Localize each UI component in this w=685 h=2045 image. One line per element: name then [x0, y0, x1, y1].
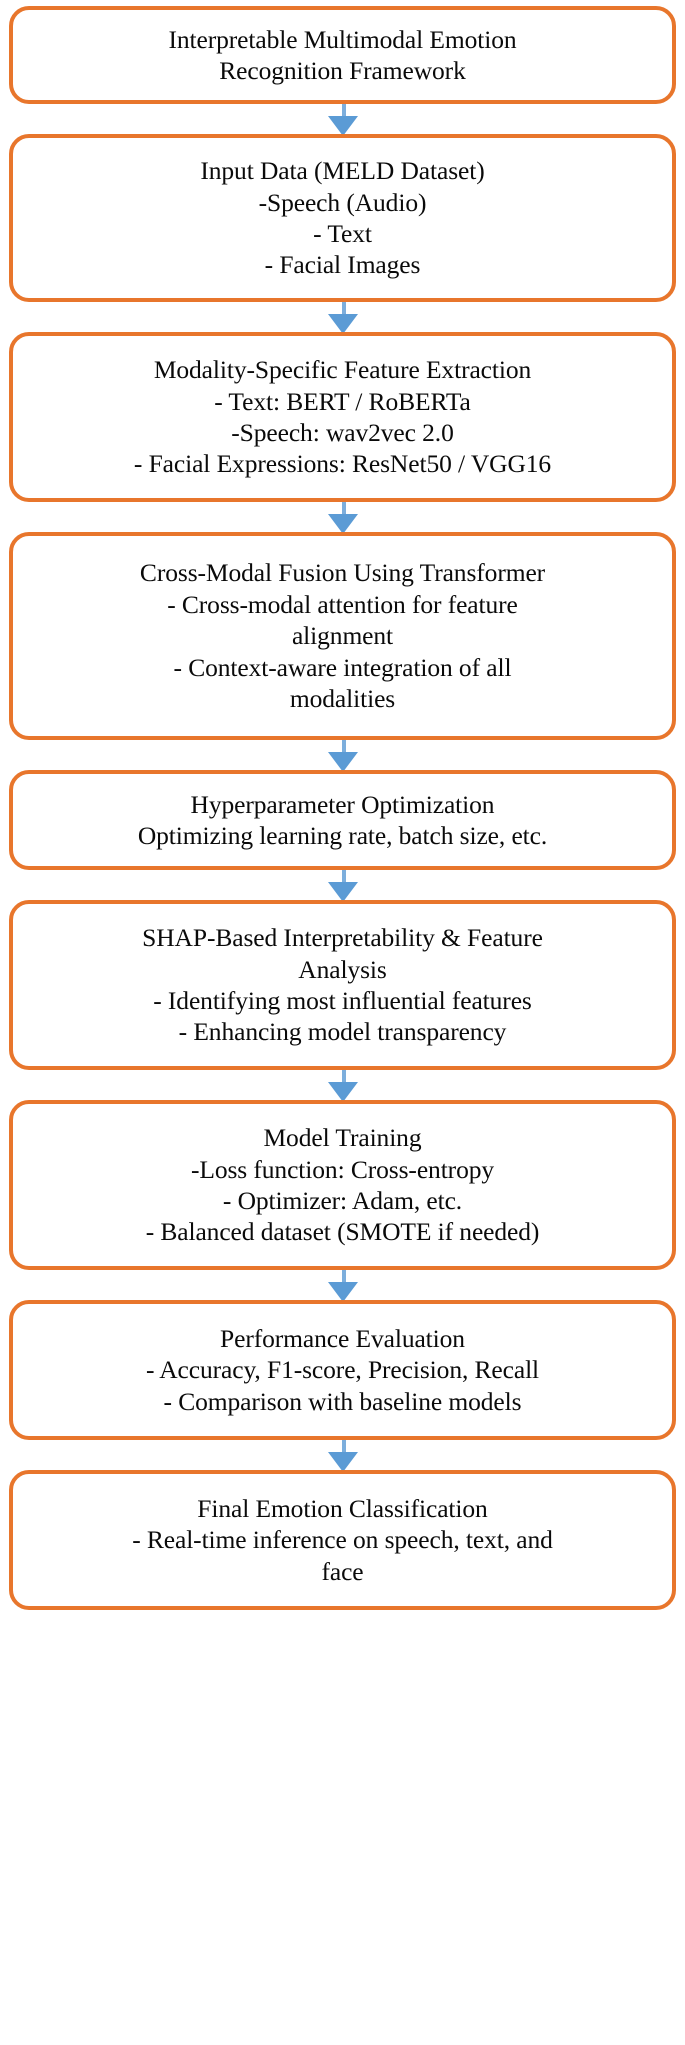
node-text-line: Optimizing learning rate, batch size, et…: [137, 821, 548, 850]
flow-arrow-5: [9, 870, 676, 902]
flow-node-shap-interpretability: SHAP-Based Interpretability & Feature An…: [9, 900, 676, 1070]
flow-node-framework-title: Interpretable Multimodal Emotion Recogni…: [9, 6, 676, 104]
node-text-line: Model Training: [263, 1123, 422, 1153]
arrow-down-icon: [327, 314, 358, 334]
flow-node-model-training: Model Training -Loss function: Cross-ent…: [9, 1100, 676, 1270]
arrow-down-icon: [327, 1282, 358, 1302]
node-text-line: SHAP-Based Interpretability & Feature: [142, 923, 543, 953]
flow-node-performance-evaluation: Performance Evaluation - Accuracy, F1-sc…: [9, 1300, 676, 1440]
flow-node-hyperparameter-optimization: Hyperparameter Optimization Optimizing l…: [9, 770, 676, 870]
flow-arrow-7: [9, 1270, 676, 1302]
node-text-line: -Loss function: Cross-entropy: [190, 1154, 495, 1184]
node-text-line: Modality-Specific Feature Extraction: [153, 355, 532, 385]
arrow-stem: [341, 740, 346, 758]
flow-arrow-1: [9, 104, 676, 136]
flow-arrow-6: [9, 1070, 676, 1102]
node-text-line: Performance Evaluation: [220, 1323, 465, 1353]
node-text-line: - Enhancing model transparency: [178, 1017, 507, 1047]
arrow-down-icon: [327, 1452, 358, 1472]
flow-node-input-data: Input Data (MELD Dataset) -Speech (Audio…: [9, 134, 676, 302]
node-text-line: - Comparison with baseline models: [163, 1386, 522, 1416]
node-text-line: -Speech: wav2vec 2.0: [231, 418, 454, 447]
node-text-line: - Facial Images: [264, 250, 421, 280]
flow-node-final-classification: Final Emotion Classification - Real-time…: [9, 1470, 676, 1610]
node-text-line: - Facial Expressions: ResNet50 / VGG16: [133, 449, 552, 479]
flow-arrow-2: [9, 302, 676, 334]
arrow-down-icon: [327, 514, 358, 534]
flow-arrow-4: [9, 740, 676, 772]
flow-node-cross-modal-fusion: Cross-Modal Fusion Using Transformer - C…: [9, 532, 676, 740]
arrow-stem: [341, 1440, 346, 1458]
node-text-line: - Accuracy, F1-score, Precision, Recall: [145, 1355, 540, 1385]
arrow-stem: [341, 502, 346, 520]
arrow-stem: [341, 1070, 346, 1088]
node-text-line: - Identifying most influential features: [153, 986, 532, 1015]
arrow-stem: [341, 104, 346, 122]
node-text-line: Input Data (MELD Dataset): [200, 156, 485, 186]
node-text-line: Interpretable Multimodal Emotion: [168, 24, 517, 54]
node-text-line: Hyperparameter Optimization: [190, 789, 495, 819]
flow-node-feature-extraction: Modality-Specific Feature Extraction - T…: [9, 332, 676, 502]
node-text-line: - Balanced dataset (SMOTE if needed): [145, 1217, 540, 1247]
node-text-line: Analysis: [298, 954, 387, 984]
node-text-line: -Speech (Audio): [258, 187, 427, 217]
arrow-stem: [341, 1270, 346, 1288]
flow-arrow-3: [9, 502, 676, 534]
node-text-line: - Text: [313, 219, 372, 248]
node-text-line: - Optimizer: Adam, etc.: [222, 1186, 463, 1215]
node-text-line: face: [321, 1556, 364, 1586]
arrow-stem: [341, 870, 346, 888]
arrow-down-icon: [327, 882, 358, 902]
node-text-line: - Cross-modal attention for feature: [167, 589, 518, 619]
node-text-line: - Real-time inference on speech, text, a…: [132, 1525, 553, 1555]
node-text-line: Cross-Modal Fusion Using Transformer: [139, 558, 546, 588]
node-text-line: Final Emotion Classification: [197, 1493, 488, 1523]
node-text-line: - Text: BERT / RoBERTa: [214, 386, 471, 416]
node-text-line: modalities: [289, 684, 396, 714]
arrow-down-icon: [327, 116, 358, 136]
node-text-line: alignment: [291, 621, 394, 651]
arrow-stem: [341, 302, 346, 320]
node-text-line: - Context-aware integration of all: [173, 652, 512, 682]
arrow-down-icon: [327, 752, 358, 772]
flow-arrow-8: [9, 1440, 676, 1472]
node-text-line: Recognition Framework: [219, 56, 466, 85]
arrow-down-icon: [327, 1082, 358, 1102]
